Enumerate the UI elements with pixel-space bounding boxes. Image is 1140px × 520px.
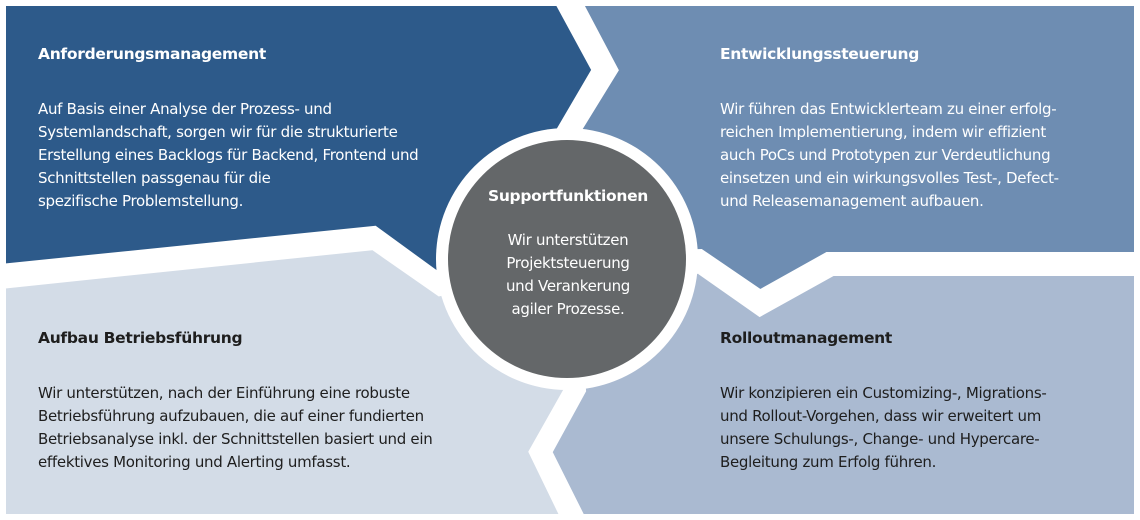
quadrant-entwicklungssteuerung: Entwicklungssteuerung Wir führen das Ent… bbox=[720, 43, 1059, 213]
quadrant-title: Entwicklungssteuerung bbox=[720, 45, 920, 63]
quadrant-anforderungsmanagement: Anforderungsmanagement Auf Basis einer A… bbox=[38, 43, 419, 213]
quadrant-body: Wir unterstützen, nach der Einführung ei… bbox=[38, 384, 433, 471]
quadrant-shape-betriebsfuehrung bbox=[0, 237, 577, 520]
quadrant-body: Auf Basis einer Analyse der Prozess- und… bbox=[38, 100, 419, 210]
quadrant-shape-rolloutmanagement bbox=[539, 252, 1140, 520]
center-body: Wir unterstützen Projektsteuerung und Ve… bbox=[505, 231, 631, 318]
quadrant-body: Wir führen das Entwicklerteam zu einer e… bbox=[720, 100, 1059, 210]
center-circle bbox=[448, 140, 686, 378]
center-supportfunktionen: Supportfunktionen Wir unterstützen Proje… bbox=[448, 140, 688, 378]
quadrant-body: Wir konzipieren ein Customizing-, Migrat… bbox=[720, 384, 1047, 471]
center-title: Supportfunktionen bbox=[487, 187, 649, 205]
quadrant-rolloutmanagement: Rolloutmanagement Wir konzipieren ein Cu… bbox=[720, 327, 1047, 474]
quadrant-betriebsfuehrung: Aufbau Betriebsführung Wir unterstützen,… bbox=[38, 327, 433, 474]
quadrant-title: Aufbau Betriebsführung bbox=[38, 329, 243, 347]
quadrant-title: Rolloutmanagement bbox=[720, 329, 893, 347]
quadrant-title: Anforderungsmanagement bbox=[38, 45, 266, 63]
quadrant-shape-entwicklungssteuerung bbox=[561, 0, 1140, 304]
